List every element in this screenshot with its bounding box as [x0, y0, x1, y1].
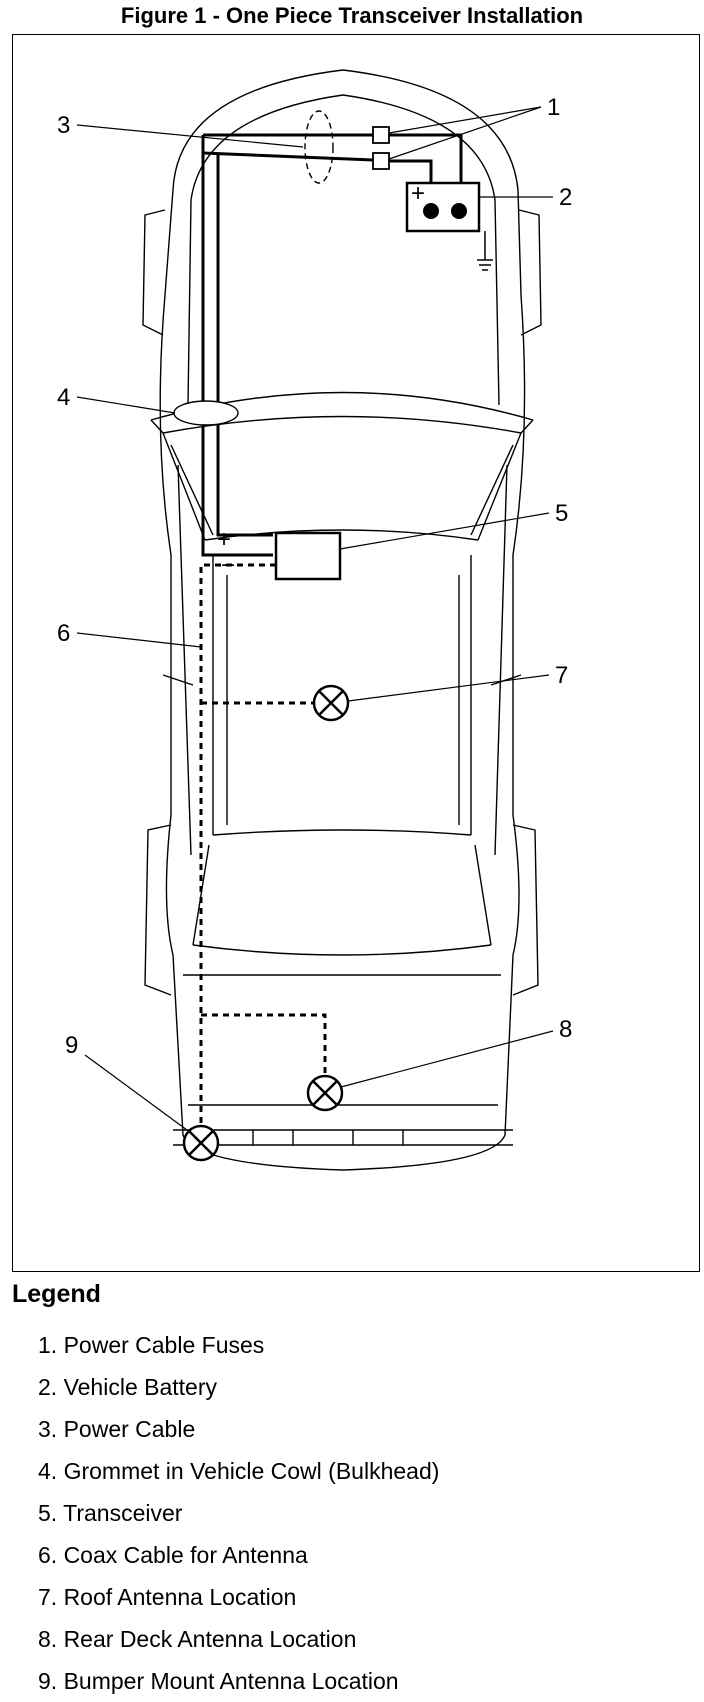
legend-list: 1. Power Cable Fuses 2. Vehicle Battery … [38, 1324, 439, 1702]
ground-icon [477, 231, 493, 271]
legend-item: 4. Grommet in Vehicle Cowl (Bulkhead) [38, 1458, 440, 1484]
legend-title: Legend [12, 1280, 101, 1308]
callout-1: 1 [547, 94, 560, 121]
callout-6: 6 [57, 620, 70, 647]
legend-item: 7. Roof Antenna Location [38, 1584, 297, 1610]
callout-5: 5 [555, 500, 568, 527]
rear-deck-antenna-icon [306, 1074, 344, 1112]
transceiver [274, 531, 342, 581]
callout-9: 9 [65, 1032, 78, 1059]
legend-item: 5. Transceiver [38, 1500, 183, 1526]
diagram-frame: + + − [12, 34, 700, 1272]
vehicle-battery [405, 181, 481, 233]
figure-title: Figure 1 - One Piece Transceiver Install… [120, 3, 584, 28]
callout-8: 8 [559, 1016, 572, 1043]
legend-item: 2. Vehicle Battery [38, 1374, 217, 1400]
legend-item: 6. Coax Cable for Antenna [38, 1542, 308, 1568]
cable-bundle-ellipse [304, 110, 334, 184]
bumper-antenna-icon [182, 1124, 220, 1162]
leader-lines [76, 106, 554, 1134]
callout-7: 7 [555, 662, 568, 689]
legend-item: 9. Bumper Mount Antenna Location [38, 1668, 399, 1694]
fuse-holder-2 [372, 152, 390, 170]
fuse-holder-1 [372, 126, 390, 144]
cowl-grommet [173, 400, 239, 426]
roof-antenna-icon [312, 684, 350, 722]
callout-3: 3 [57, 112, 70, 139]
vehicle-diagram: + + − [57, 69, 572, 1171]
legend-item: 8. Rear Deck Antenna Location [38, 1626, 357, 1652]
legend-item: 1. Power Cable Fuses [38, 1332, 265, 1358]
callout-2: 2 [559, 184, 572, 211]
callout-4: 4 [57, 384, 70, 411]
transceiver-plus-label: + [217, 526, 231, 553]
legend-item: 3. Power Cable [38, 1416, 196, 1442]
power-cable [201, 133, 374, 557]
battery-terminal-negative [451, 203, 467, 219]
coax-cable [199, 563, 327, 1135]
battery-plus-label: + [411, 180, 425, 207]
battery-terminal-positive [423, 203, 439, 219]
